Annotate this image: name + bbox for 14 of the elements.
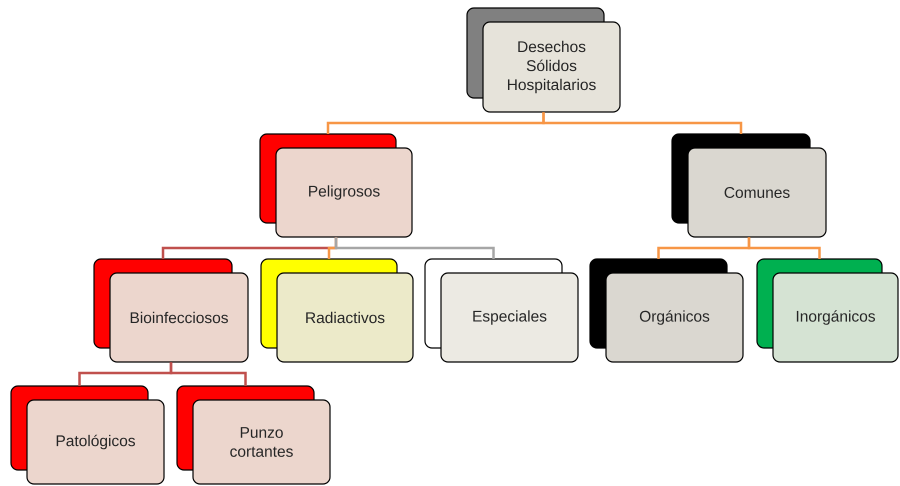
card-box: Desechos Sólidos Hospitalarios [466,7,621,113]
card-box: Orgánicos [589,258,744,363]
connector-line [170,362,247,386]
card-box: Peligrosos [259,133,413,238]
card-box: Radiactivos [260,258,414,363]
card-box: Bioinfecciosos [93,258,249,363]
card-box: Punzo cortantes [176,385,331,485]
connector-line [334,237,495,259]
card-box: Inorgánicos [756,258,899,363]
card-box: Especiales [424,258,579,363]
card-box: Patológicos [10,385,165,485]
connector-line [542,112,742,134]
card-box: Comunes [671,133,827,238]
connector-line [748,237,821,259]
